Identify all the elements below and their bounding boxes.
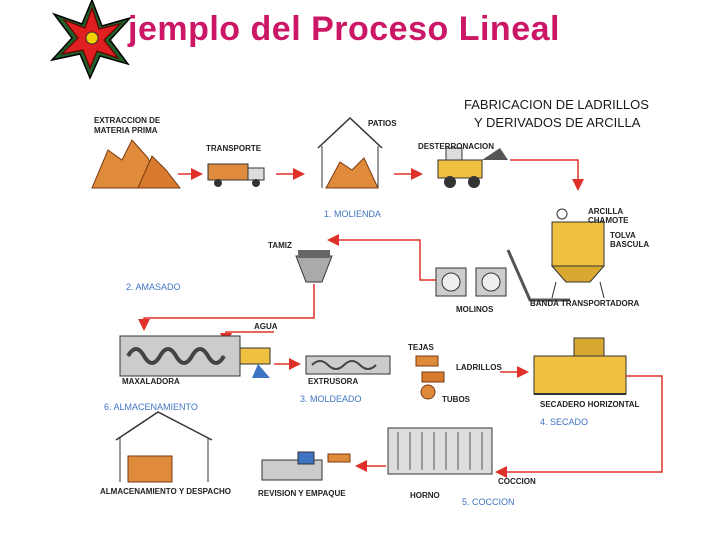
label-bascula: BASCULA <box>610 240 649 249</box>
label-tolva: TOLVA <box>610 231 636 240</box>
patios-shed-icon <box>317 116 383 189</box>
truck-icon <box>207 163 265 187</box>
stage-4: 4. SECADO <box>540 417 588 427</box>
dryer-icon <box>533 337 627 395</box>
heading-line-1: FABRICACION DE LADRILLOS <box>464 97 649 112</box>
label-extraccion-1: EXTRACCION DE <box>94 116 161 125</box>
label-banda: BANDA TRANSPORTADORA <box>530 299 640 308</box>
warehouse-icon <box>115 411 213 483</box>
conveyor-band-icon <box>506 249 570 302</box>
label-ladrillos: LADRILLOS <box>456 363 502 372</box>
label-secadero: SECADERO HORIZONTAL <box>540 400 640 409</box>
extraction-piles <box>91 139 182 189</box>
stage-3: 3. MOLDEADO <box>300 394 362 404</box>
kiln-icon <box>387 427 493 475</box>
loader-icon <box>437 147 508 188</box>
label-desterronacion: DESTERRONACION <box>418 142 494 151</box>
hopper-icon <box>550 208 606 299</box>
label-extraccion-2: MATERIA PRIMA <box>94 126 158 135</box>
label-tamiz: TAMIZ <box>268 241 292 250</box>
stage-5: 5. COCCION <box>462 497 515 507</box>
label-tubos: TUBOS <box>442 395 471 404</box>
label-transporte: TRANSPORTE <box>206 144 262 153</box>
label-arcilla: ARCILLA <box>588 207 623 216</box>
heading-line-2: Y DERIVADOS DE ARCILLA <box>474 115 641 130</box>
label-patios: PATIOS <box>368 119 397 128</box>
label-agua: AGUA <box>254 322 278 331</box>
label-horno: HORNO <box>410 491 440 500</box>
label-revision: REVISION Y EMPAQUE <box>258 489 346 498</box>
label-molinos: MOLINOS <box>456 305 494 314</box>
extruder-icon <box>305 355 391 375</box>
page-title: jemplo del Proceso Lineal <box>128 10 560 48</box>
stage-1: 1. MOLIENDA <box>324 209 381 219</box>
mills-icon <box>435 267 507 297</box>
stage-6: 6. ALMACENAMIENTO <box>104 402 198 412</box>
label-tejas: TEJAS <box>408 343 434 352</box>
label-almacenamiento: ALMACENAMIENTO Y DESPACHO <box>100 487 231 496</box>
poinsettia-icon <box>49 0 133 80</box>
label-extrusora: EXTRUSORA <box>308 377 358 386</box>
products-icon <box>415 355 445 400</box>
label-maxaladora: MAXALADORA <box>122 377 180 386</box>
mixer-icon <box>119 335 271 378</box>
label-coccion: COCCION <box>498 477 536 486</box>
sieve-icon <box>295 250 333 283</box>
label-chamote: CHAMOTE <box>588 216 629 225</box>
packing-station-icon <box>261 451 351 481</box>
stage-2: 2. AMASADO <box>126 282 181 292</box>
